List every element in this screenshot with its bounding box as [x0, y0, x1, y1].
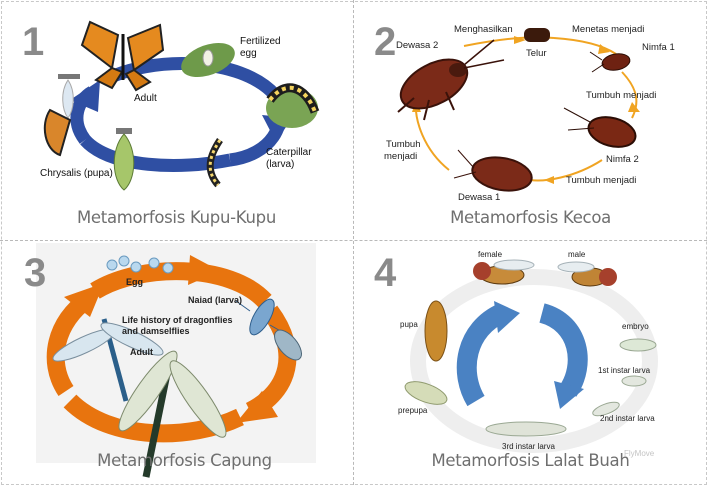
dragonfly-diagram: Egg Naiad (larva) Life history of dragon… [46, 255, 302, 478]
label-female: female [478, 250, 503, 259]
vertical-cut-line [353, 0, 354, 485]
panel-dragonfly: 3 [0, 241, 353, 485]
butterfly-emerging-icon [43, 74, 80, 157]
label-menetas-menjadi: Menetas menjadi [572, 24, 644, 35]
butterfly-adult-icon [80, 20, 165, 92]
label-nimfa-2: Nimfa 2 [606, 154, 639, 165]
horizontal-cut-line [0, 240, 707, 241]
cockroach-egg-case-icon [524, 28, 550, 42]
label-adult: Adult [130, 347, 153, 357]
dragonfly-icon [52, 318, 164, 402]
fruit-fly-male-icon [557, 261, 617, 287]
label-instar-3: 3rd instar larva [502, 442, 555, 451]
label-chrysalis: Chrysalis (pupa) [40, 168, 113, 179]
panel-caption: Metamorfosis Kupu-Kupu [77, 208, 276, 227]
panel-fruit-fly: 4 [354, 241, 707, 485]
panel-number: 2 [374, 20, 397, 64]
panel-caption: Metamorfosis Capung [97, 451, 272, 470]
label-tumbuh-menjadi-bottom: Tumbuh menjadi [566, 175, 636, 186]
label-telur: Telur [526, 48, 547, 59]
pupa-icon [424, 300, 448, 362]
label-tumbuh-menjadi-right: Tumbuh menjadi [586, 90, 656, 101]
embryo-icon [619, 338, 657, 352]
panel-butterfly: 1 [0, 0, 353, 240]
panel-number: 4 [374, 251, 397, 295]
panel-number: 1 [22, 20, 45, 64]
cockroach-diagram: Menghasilkan Dewasa 2 Telur Menetas menj… [384, 24, 675, 203]
caterpillar-small-icon [206, 138, 223, 188]
label-embryo: embryo [622, 322, 649, 331]
label-egg: Egg [126, 277, 143, 287]
chrysalis-icon [113, 128, 135, 191]
panel-number: 3 [24, 251, 47, 295]
label-naiad: Naiad (larva) [188, 295, 242, 305]
label-prepupa: prepupa [398, 406, 428, 415]
label-fertilized-egg-2: egg [240, 48, 257, 59]
label-life-history-2: and damselflies [122, 326, 190, 336]
label-adult: Adult [134, 93, 157, 104]
fruit-fly-diagram: female male pupa embryo 1st instar larva… [398, 250, 658, 458]
cockroach-nymph-icon [589, 51, 631, 73]
cockroach-nymph-2-icon [563, 107, 637, 148]
cockroach-adult-icon [397, 39, 505, 121]
arrow-right [538, 303, 588, 397]
dragonfly-large-icon [118, 350, 227, 478]
label-tumbuh-left-2: menjadi [384, 151, 417, 162]
fruit-fly-icon [473, 259, 535, 285]
dragonfly-eggs-icon [106, 255, 174, 274]
caterpillar-icon [266, 83, 320, 128]
panel-caption: Metamorfosis Kecoa [450, 208, 611, 227]
label-caterpillar-2: (larva) [266, 159, 294, 170]
label-dewasa-2: Dewasa 2 [396, 40, 438, 51]
label-instar-1: 1st instar larva [598, 366, 651, 375]
ring-top [90, 262, 272, 308]
naiad-icon [235, 298, 285, 336]
label-pupa: pupa [400, 320, 418, 329]
watermark-flymove: FlyMove [624, 449, 655, 458]
label-fertilized-egg-1: Fertilized [240, 36, 281, 47]
arrow-head-left [70, 80, 100, 112]
larva-icon [404, 375, 647, 437]
label-male: male [568, 250, 586, 259]
cockroach-adult-1-icon [453, 149, 533, 192]
label-instar-2: 2nd instar larva [600, 414, 655, 423]
butterfly-diagram: Adult Fertilized egg Caterpillar (larva)… [40, 20, 320, 191]
label-life-history-1: Life history of dragonflies [122, 315, 233, 325]
label-tumbuh-left-1: Tumbuh [386, 139, 421, 150]
egg-on-leaf-icon [181, 42, 235, 78]
panel-caption: Metamorfosis Lalat Buah [431, 451, 630, 470]
label-dewasa-1: Dewasa 1 [458, 192, 500, 203]
label-menghasilkan: Menghasilkan [454, 24, 513, 35]
panel-cockroach: 2 [354, 0, 707, 240]
label-nimfa-1: Nimfa 1 [642, 42, 675, 53]
arrow-left [456, 303, 507, 407]
naiad-2-icon [274, 329, 302, 361]
label-caterpillar-1: Caterpillar [266, 147, 312, 158]
